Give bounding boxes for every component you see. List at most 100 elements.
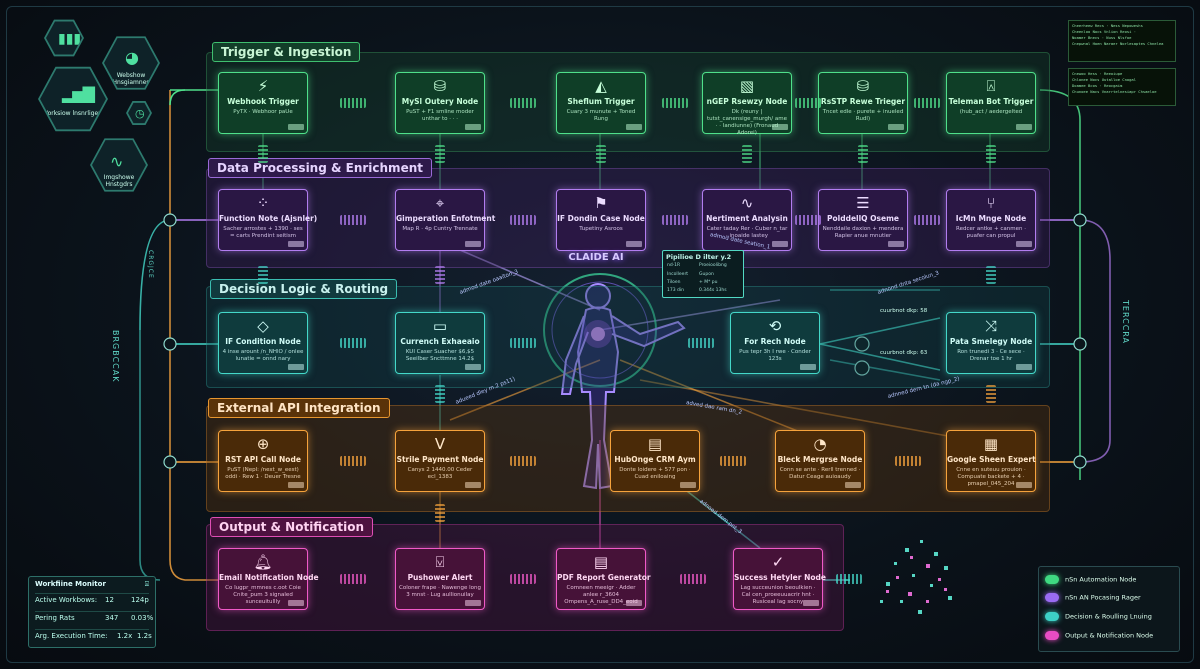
node-google-sheen-expert[interactable]: ▦ Google Sheen Expert Cnne en suteuu pro… (946, 430, 1036, 492)
node-desc: Co Iugpr_mmnes c.oot Coie Cnite_pum 3 si… (225, 585, 301, 605)
document-icon: ▧ (739, 77, 755, 95)
node-badge (1016, 124, 1032, 130)
connector (680, 574, 706, 584)
legend-item: nSn AN Pocasing Rager (1045, 593, 1141, 602)
connector (914, 215, 940, 225)
legend-swatch (1045, 593, 1059, 602)
check-icon: ✓ (771, 553, 785, 571)
monitor-row-value: 1.2x (117, 632, 133, 640)
node-title: IF Condition Node (225, 337, 301, 346)
bar-chart-icon: ▮▮▮ (58, 31, 82, 47)
terminal-line: Chlonee Nocs Uutalloe Cnogal (1072, 77, 1137, 82)
node-title: Nertiment Analysin (706, 214, 788, 223)
node-email-notification[interactable]: 🔔︎ Email Notification Node Co Iugpr_mmne… (218, 548, 319, 610)
node-title: Pata Smelegy Node (949, 337, 1033, 346)
node-title: MySl Outery Node (401, 97, 479, 106)
legend-item: nSn Automation Node (1045, 575, 1136, 584)
sentiment-icon: ∿ (740, 194, 754, 212)
node-rsstp-trigger[interactable]: ⛁ RsSTP Rewe Trieger Tncet edle · purete… (818, 72, 908, 134)
node-desc: (hub_act / aedergelted (959, 109, 1023, 115)
node-title: Gimperation Enfotment (396, 214, 496, 223)
node-badge (288, 364, 304, 370)
node-function-note[interactable]: ⁘ Function Note (Ajsnler) Sacher arroste… (218, 189, 318, 251)
vertical-connector (258, 266, 268, 284)
node-title: Google Sheen Expert (947, 455, 1036, 464)
node-if-dondin-case[interactable]: ⚑ IF Dondin Case Node Tupetiny Asroos (556, 189, 646, 251)
node-badge (680, 482, 696, 488)
connector (720, 456, 746, 466)
ai-core-title: CLAIDE AI (568, 252, 624, 263)
node-pushower-alert[interactable]: ⍌ Pushower Alert Coloner frape · Nawenge… (395, 548, 485, 610)
node-mysql-query[interactable]: ⛁ MySl Outery Node PuST + F1 smline mode… (395, 72, 485, 134)
node-title: Function Note (Ajsnler) (219, 214, 318, 223)
connector (836, 574, 862, 584)
node-strile-payment[interactable]: Ⅴ Strile Payment Node Canys 2 1440.00 Ce… (395, 430, 485, 492)
node-sheflum-trigger[interactable]: ◭ Sheflum Trigger Cuary 3 munute + Toned… (556, 72, 646, 134)
node-badge (288, 124, 304, 130)
side-label-left-2: CRGJCE (147, 250, 154, 279)
node-desc: Nenddaile daxion + mendera Rapier anue m… (822, 226, 904, 239)
node-gimperation-enfotment[interactable]: ⌖ Gimperation Enfotment Map R · 4p Cuntr… (395, 189, 496, 251)
vertical-connector (596, 145, 606, 163)
node-bleck-mergrse[interactable]: ◔ Bleck Mergrse Node Conn se ante · Rerl… (775, 430, 865, 492)
node-badge (772, 124, 788, 130)
connector (895, 456, 921, 466)
pipeline-panel[interactable]: Pipilioe D ilter y.2 nd·1R Proeioolibng … (662, 250, 744, 298)
terminal-line: Cnewoo Hess · Reeoiupe (1072, 71, 1123, 76)
section-title-data: Data Processing & Enrichment (208, 158, 432, 178)
pin-icon: ⌖ (435, 194, 445, 212)
node-webhook-trigger[interactable]: ⚡ Webhook Trigger PyTX · Webhoor paUe (218, 72, 308, 134)
monitor-row: Pering Rats 347 0.03% (35, 611, 153, 624)
route-label: cuurbnot dkp: 63 (880, 350, 928, 356)
section-title-api: External API Integration (208, 398, 390, 418)
wave-icon: ∿ (110, 152, 124, 171)
node-icmn-mnge[interactable]: ⑂ IcMn Mnge Node Redcer antke + canmen ·… (946, 189, 1036, 251)
node-title: IcMn Mnge Node (955, 214, 1027, 223)
node-title: Sheflum Trigger (567, 97, 635, 106)
node-badge (803, 600, 819, 606)
connector (340, 456, 366, 466)
node-nertiment-analysin[interactable]: ∿ Nertiment Analysin Cater taday Rer · C… (702, 189, 792, 251)
pipeline-cell: Tiloen (667, 280, 681, 285)
node-polddellq-oseme[interactable]: ☰ PolddellQ Oseme Nenddaile daxion + men… (818, 189, 908, 251)
node-for-rech[interactable]: ⟲ For Rech Node Pus tepr 3h I rwe · Cond… (730, 312, 820, 374)
node-rst-api-call[interactable]: ⊕ RST API Call Node PuST (Nepl: /next_w_… (218, 430, 308, 492)
pipeline-cell: Proeioolibng (699, 263, 727, 268)
node-currench-exhaeaio[interactable]: ▭ Currench Exhaeaio KUI Caser Suacher $6… (395, 312, 485, 374)
terminal-line: Doamee Bcos · Reocgaim (1072, 83, 1123, 88)
vertical-connector (986, 266, 996, 284)
node-desc: Cater taday Rer · Cuber n_tar · inoaide … (706, 226, 788, 239)
node-desc: Sacher arrostes + 1390 · ses = carts Pre… (223, 226, 303, 239)
node-title: RST API Call Node (225, 455, 301, 464)
node-desc: Cuary 3 munute + Toned Rung (566, 109, 636, 122)
node-pata-smelegy[interactable]: ⤨ Pata Smelegy Node Ron trunedi 3 · Ce s… (946, 312, 1036, 374)
node-success-hetyler[interactable]: ✓ Success Hetyler Node Lag succeunion be… (733, 548, 826, 610)
node-desc: Comneen meeigr · Adder anlee r_3604 Ompe… (564, 585, 638, 605)
node-badge (888, 241, 904, 247)
node-if-condition[interactable]: ◇ IF Condition Node 4 inse arount /n_NHl… (218, 312, 308, 374)
legend-swatch (1045, 575, 1059, 584)
node-desc: Tncet edle · purete + inueled Rudl) (822, 109, 904, 122)
side-label-left: BRGBCCAK (111, 330, 120, 383)
node-title: Teleman Bot Trigger (948, 97, 1034, 106)
node-ngep-node[interactable]: ▧ nGEP Rsewzy Node Dk (reuny | tutst_can… (702, 72, 792, 136)
node-pdf-report-generator[interactable]: ▤ PDF Report Generator Comneen meeigr · … (556, 548, 651, 610)
connector (340, 574, 366, 584)
section-title-trigger: Trigger & Ingestion (212, 42, 361, 62)
crm-icon: ▤ (647, 435, 663, 453)
node-teleman-bot-trigger[interactable]: ⍓ Teleman Bot Trigger (hub_act / aederge… (946, 72, 1036, 134)
vertical-connector (435, 385, 445, 403)
pipeline-title: Pipilioe D ilter y.2 (666, 253, 732, 261)
vertical-connector (435, 504, 445, 522)
stripe-icon: Ⅴ (434, 435, 446, 453)
node-badge (288, 241, 304, 247)
connector (795, 98, 821, 108)
connector (510, 215, 536, 225)
sheet-icon: ◭ (595, 77, 607, 95)
legend-panel: nSn Automation Node nSn AN Pocasing Rage… (1038, 566, 1180, 652)
node-hubonge-crm[interactable]: ▤ HubOnge CRM Aym Donte loidere + 577 po… (610, 430, 700, 492)
hex-label: Worksiow lnsnrligem (41, 110, 104, 117)
connector (914, 98, 940, 108)
